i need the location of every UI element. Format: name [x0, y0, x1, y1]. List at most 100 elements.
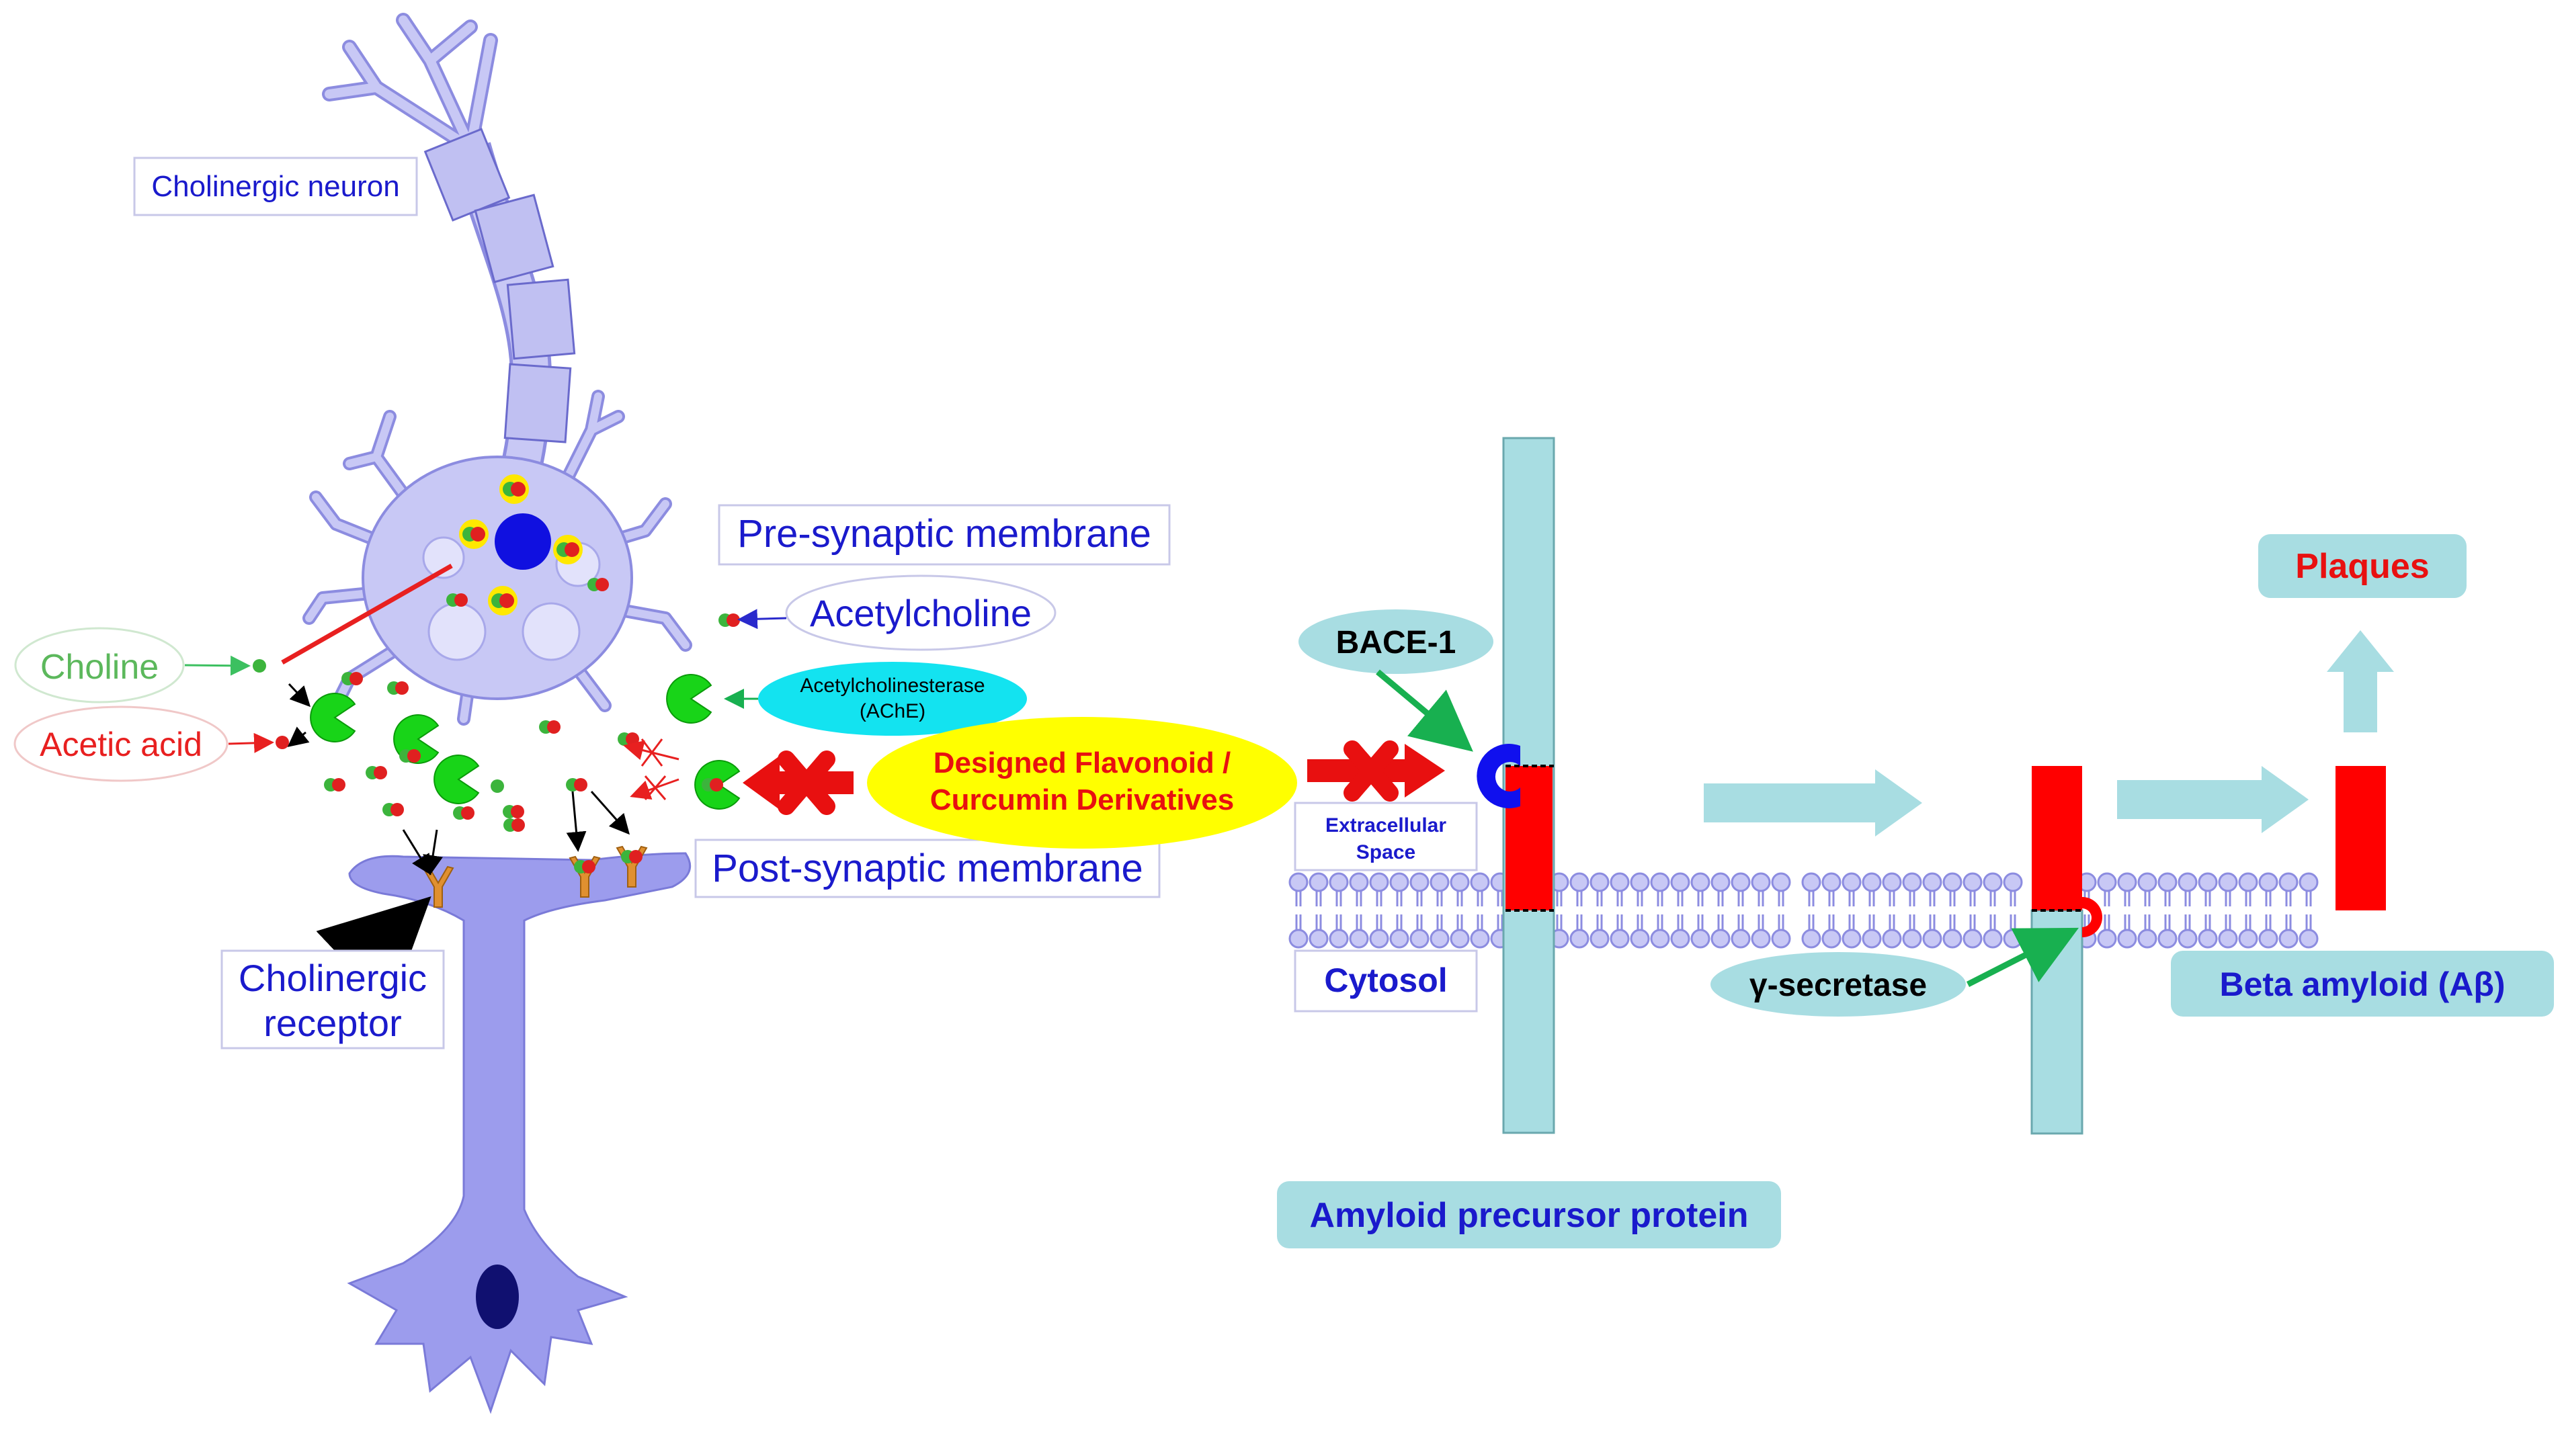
lipid-molecule [1409, 872, 1430, 949]
lipid-molecule [2238, 872, 2258, 949]
inhibitor-label-line1: Designed Flavonoid / [934, 746, 1231, 779]
block-arrow-bace [1307, 740, 1445, 802]
acetic-acid-label-box: Acetic acid [13, 705, 229, 782]
choline-label-box: Choline [14, 627, 185, 703]
cholinergic-receptor-label-line1: Cholinergic [239, 957, 427, 999]
ache-enzyme-icon [666, 674, 712, 724]
lipid-molecule [1690, 872, 1710, 949]
flow-arrow-1 [1704, 769, 1922, 837]
lipid-molecule [1751, 872, 1771, 949]
cytosol-label: Cytosol [1324, 961, 1447, 999]
post-synaptic-label-box: Post-synaptic membrane [694, 839, 1161, 898]
lipid-molecule [2258, 872, 2278, 949]
inhibitor-ellipse: Designed Flavonoid / Curcumin Derivative… [867, 717, 1297, 849]
flow-arrow-up [2327, 630, 2394, 732]
lipid-molecule [2157, 872, 2178, 949]
lipid-molecule [2218, 872, 2238, 949]
presynaptic-neuron [302, 13, 692, 726]
lipid-molecule [1630, 872, 1650, 949]
plaques-label: Plaques [2295, 547, 2429, 586]
lipid-molecule [1962, 872, 1983, 949]
beta-amyloid-label: Beta amyloid (Aβ) [2219, 966, 2505, 1003]
acetylcholine-pointer [737, 609, 787, 630]
x-block-icon [778, 751, 835, 815]
cholinergic-neuron-label-box: Cholinergic neuron [133, 157, 418, 216]
reuptake-line [281, 563, 453, 665]
bace1-pointer [1376, 669, 1473, 752]
x-block-icon [1344, 740, 1399, 802]
bace1-enzyme-icon [1477, 744, 1520, 808]
lipid-molecule [1569, 872, 1589, 949]
gamma-secretase-enzyme-icon [2082, 897, 2102, 937]
bace1-label-ellipse: BACE-1 [1298, 609, 1493, 674]
app-c-terminal-fragment [2030, 909, 2083, 1135]
lipid-molecule [1369, 872, 1389, 949]
block-arrow-ache [743, 751, 854, 815]
acetylcholine-label-box: Acetylcholine [785, 574, 1057, 651]
lipid-molecule [1349, 872, 1369, 949]
amyloid-beta-released [2336, 766, 2386, 910]
ache-label-line2: (AChE) [860, 700, 925, 722]
plaques-label-box: Plaques [2258, 534, 2467, 598]
cytosol-label-box: Cytosol [1294, 949, 1478, 1013]
lipid-molecule [1922, 872, 1942, 949]
lipid-bilayer [1288, 872, 2319, 949]
lipid-molecule [2003, 872, 2023, 949]
lipid-molecule [1801, 872, 1821, 949]
acetic-acid-pointer [228, 732, 274, 753]
lipid-molecule [1470, 872, 1490, 949]
postsynaptic-neuron [347, 852, 692, 1414]
flow-arrow-2 [2117, 766, 2309, 833]
lipid-molecule [1710, 872, 1731, 949]
lipid-molecule [1902, 872, 1922, 949]
lipid-molecule [1821, 872, 1842, 949]
lipid-molecule [1650, 872, 1670, 949]
receptor-pointer [316, 896, 431, 1010]
post-synaptic-membrane-label: Post-synaptic membrane [712, 847, 1143, 890]
extracellular-label-box: Extracellular Space [1294, 802, 1478, 871]
lipid-molecule [1329, 872, 1349, 949]
lipid-molecule [2278, 872, 2299, 949]
lipid-molecule [1862, 872, 1882, 949]
lipid-molecule [1430, 872, 1450, 949]
lipid-molecule [2299, 872, 2319, 949]
lipid-molecule [1983, 872, 2003, 949]
acetylcholine-label: Acetylcholine [810, 592, 1032, 634]
lipid-molecule [2137, 872, 2157, 949]
cholinergic-receptor-label-box: Cholinergic receptor [220, 949, 445, 1050]
lipid-molecule [2198, 872, 2218, 949]
extracellular-label-line1: Extracellular [1325, 814, 1446, 837]
inhibitor-label-line2: Curcumin Derivatives [930, 783, 1234, 816]
pre-synaptic-label-box: Pre-synaptic membrane [718, 504, 1171, 566]
choline-pointer [184, 655, 251, 676]
lipid-molecule [2178, 872, 2198, 949]
amyloid-beta-domain [1505, 766, 1553, 910]
cleft-molecules [253, 613, 740, 873]
app-label-box: Amyloid precursor protein [1277, 1181, 1781, 1248]
choline-label: Choline [40, 648, 159, 687]
ache-label-line1: Acetylcholinesterase [800, 675, 985, 697]
lipid-molecule [1771, 872, 1791, 949]
gamma-secretase-label: γ-secretase [1749, 968, 1927, 1003]
lipid-molecule [1882, 872, 1902, 949]
pre-synaptic-membrane-label: Pre-synaptic membrane [737, 512, 1151, 556]
lipid-molecule [1731, 872, 1751, 949]
lipid-molecule [1389, 872, 1409, 949]
ache-label-ellipse: Acetylcholinesterase (AChE) [758, 662, 1027, 736]
diffusion-arrows [287, 683, 630, 875]
lipid-molecule [2117, 872, 2137, 949]
extracellular-label-line2: Space [1356, 841, 1415, 863]
lipid-molecule [1942, 872, 1962, 949]
lipid-molecule [1450, 872, 1470, 949]
lipid-molecule [1309, 872, 1329, 949]
lipid-molecule [1842, 872, 1862, 949]
cholinergic-neuron-label: Cholinergic neuron [151, 170, 399, 203]
lipid-molecule [1589, 872, 1610, 949]
gamma-secretase-label-ellipse: γ-secretase [1710, 952, 1966, 1017]
app-label: Amyloid precursor protein [1310, 1196, 1749, 1235]
bace1-label: BACE-1 [1336, 625, 1456, 660]
gamma-secretase-pointer [1966, 927, 2079, 988]
beta-amyloid-label-box: Beta amyloid (Aβ) [2171, 951, 2554, 1017]
